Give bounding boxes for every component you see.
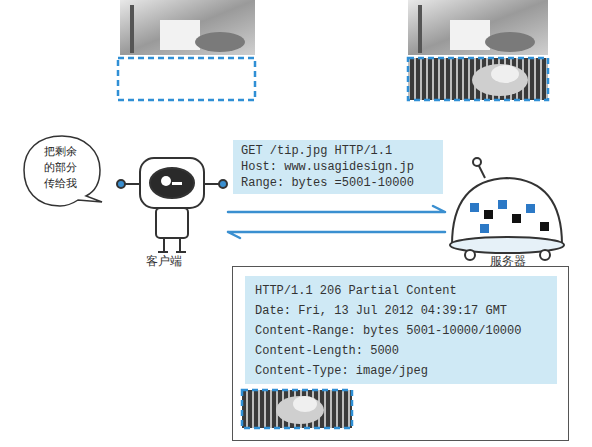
server-node: 服务器 bbox=[445, 160, 570, 270]
request-box: GET /tip.jpg HTTP/1.1Host: www.usagidesi… bbox=[233, 140, 443, 194]
arrow-line bbox=[228, 232, 445, 238]
node-text: Content-Type: image/jpeg bbox=[255, 361, 557, 381]
node-text: 客户端 bbox=[100, 253, 228, 270]
node-text: Date: Fri, 13 Jul 2012 04:39:17 GMT bbox=[255, 301, 557, 321]
arrow-line bbox=[228, 206, 445, 212]
client-robot bbox=[117, 158, 227, 252]
node-text: Content-Length: 5000 bbox=[255, 341, 557, 361]
node-text: Host: www.usagidesign.jp bbox=[241, 159, 443, 175]
server-robot bbox=[450, 158, 564, 260]
message-arrow bbox=[228, 232, 445, 238]
node-text: HTTP/1.1 206 Partial Content bbox=[255, 281, 557, 301]
partial-image bbox=[118, 0, 255, 100]
header-panel: HTTP/1.1 206 Partial ContentDate: Fri, 1… bbox=[245, 276, 557, 384]
node-text: GET /tip.jpg HTTP/1.1 bbox=[241, 143, 443, 159]
node-text: Range: bytes =5001-10000 bbox=[241, 175, 443, 191]
text-block: 客户端 bbox=[100, 253, 228, 270]
complete-image bbox=[408, 0, 548, 100]
node-text: Content-Range: bytes 5001-10000/10000 bbox=[255, 321, 557, 341]
text-block: 把剩余 的部分 传给我 bbox=[37, 144, 83, 192]
message-arrow bbox=[228, 206, 445, 212]
client-node: 客户端 bbox=[100, 150, 228, 270]
speech-bubble: 把剩余 的部分 传给我 bbox=[20, 132, 104, 212]
node-text: 把剩余 的部分 传给我 bbox=[37, 144, 83, 192]
